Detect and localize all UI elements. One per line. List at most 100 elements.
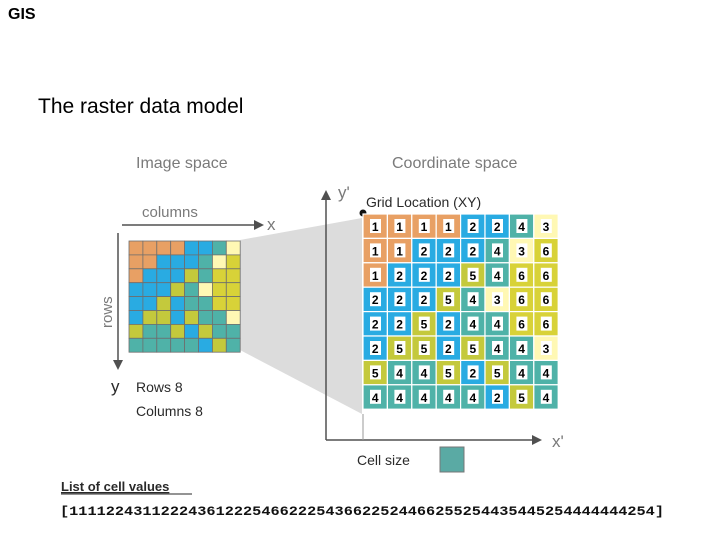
x-axis-label: x: [267, 215, 276, 234]
image-cell: [156, 337, 172, 353]
cell-label-backdrop: [540, 267, 552, 282]
cell-label-backdrop: [443, 243, 455, 258]
cell-label-backdrop: [418, 219, 430, 233]
grid-cell-value: 2: [494, 391, 501, 405]
cell-label-backdrop: [516, 219, 528, 233]
image-space-label: Image space: [136, 155, 228, 172]
grid-cell-value: 2: [421, 269, 428, 283]
image-cell: [225, 310, 241, 325]
image-cell: [156, 323, 172, 339]
grid-cell-value: 4: [543, 366, 550, 380]
cell-size-label: Cell size: [357, 452, 410, 468]
image-cell: [128, 282, 144, 298]
image-cell: [184, 337, 199, 353]
grid-cell-value: 4: [469, 391, 476, 405]
grid-cell-value: 6: [543, 269, 550, 283]
cell-label-backdrop: [516, 341, 528, 355]
image-cell: [170, 337, 185, 353]
cell-label-backdrop: [516, 243, 528, 258]
grid-cell-value: 6: [543, 293, 550, 307]
grid-cell-value: 6: [518, 269, 525, 283]
grid-cell-value: 3: [518, 244, 525, 258]
cell-label-backdrop: [418, 267, 430, 282]
cell-label-backdrop: [467, 316, 479, 331]
image-cell: [211, 268, 227, 284]
image-cell: [184, 240, 199, 256]
image-cell: [211, 296, 227, 311]
cell-label-backdrop: [492, 341, 503, 355]
grid-cell-value: 4: [494, 342, 501, 356]
image-cell: [184, 268, 199, 284]
cell-label-backdrop: [540, 243, 552, 258]
grid-cell-value: 2: [469, 244, 476, 258]
grid-cell-value: 1: [396, 220, 403, 234]
cell-label-backdrop: [394, 389, 406, 404]
image-cell: [184, 310, 199, 325]
image-cell: [142, 254, 158, 270]
grid-cell-value: 4: [469, 318, 476, 332]
grid-cell-value: 6: [543, 244, 550, 258]
cell-label-backdrop: [492, 292, 503, 307]
image-cell: [225, 268, 241, 284]
grid-cell: [508, 213, 535, 239]
cell-label-backdrop: [467, 389, 479, 404]
grid-cell-value: 2: [372, 318, 379, 332]
image-cell: [211, 323, 227, 339]
cell-label-backdrop: [540, 292, 552, 307]
grid-cell-value: 5: [372, 366, 379, 380]
cell-label-backdrop: [370, 389, 381, 404]
cell-label-backdrop: [443, 267, 455, 282]
image-cell: [184, 323, 199, 339]
cell-label-backdrop: [394, 292, 406, 307]
image-cell: [156, 240, 172, 256]
grid-cell-value: 1: [372, 269, 379, 283]
grid-cell-value: 6: [518, 293, 525, 307]
image-space-grid: [128, 240, 241, 353]
grid-cell-value: 4: [372, 391, 379, 405]
cell-label-backdrop: [467, 292, 479, 307]
grid-cell-value: 2: [421, 293, 428, 307]
grid-cell-value: 4: [421, 391, 428, 405]
grid-cell-value: 2: [421, 244, 428, 258]
cell-label-backdrop: [492, 267, 503, 282]
grid-cell-value: 2: [445, 244, 452, 258]
grid-cell-value: 2: [469, 366, 476, 380]
image-cell: [128, 337, 144, 353]
image-cell: [128, 268, 144, 284]
cell-label-backdrop: [418, 316, 430, 331]
image-cell: [142, 296, 158, 311]
image-cell: [128, 323, 144, 339]
image-cell: [142, 282, 158, 298]
image-cell: [198, 310, 213, 325]
grid-cell-value: 3: [543, 342, 550, 356]
image-cell: [225, 282, 241, 298]
cell-label-backdrop: [418, 389, 430, 404]
grid-cell-value: 5: [469, 342, 476, 356]
cell-label-backdrop: [370, 341, 381, 355]
image-cell: [142, 323, 158, 339]
image-cell: [198, 337, 213, 353]
grid-cell-value: 2: [396, 269, 403, 283]
image-cell: [142, 310, 158, 325]
rows-count-label: Rows 8: [136, 379, 183, 395]
image-cell: [142, 240, 158, 256]
grid-cell-value: 4: [396, 366, 403, 380]
coordinate-space-label: Coordinate space: [392, 155, 518, 172]
rows-label: rows: [99, 296, 116, 328]
grid-cell: [533, 262, 559, 288]
cell-label-backdrop: [370, 243, 381, 258]
grid-cell-value: 6: [543, 318, 550, 332]
image-cell: [211, 282, 227, 298]
image-cell: [170, 240, 185, 256]
image-cell: [198, 268, 213, 284]
columns-label: columns: [142, 204, 198, 221]
grid-cell-value: 4: [518, 342, 525, 356]
image-cell: [156, 296, 172, 311]
grid-cell-value: 4: [494, 318, 501, 332]
grid-cell-value: 6: [518, 318, 525, 332]
grid-cell-value: 5: [445, 366, 452, 380]
projection-band: [240, 218, 362, 414]
grid-cell-value: 5: [494, 366, 501, 380]
image-cell: [184, 282, 199, 298]
